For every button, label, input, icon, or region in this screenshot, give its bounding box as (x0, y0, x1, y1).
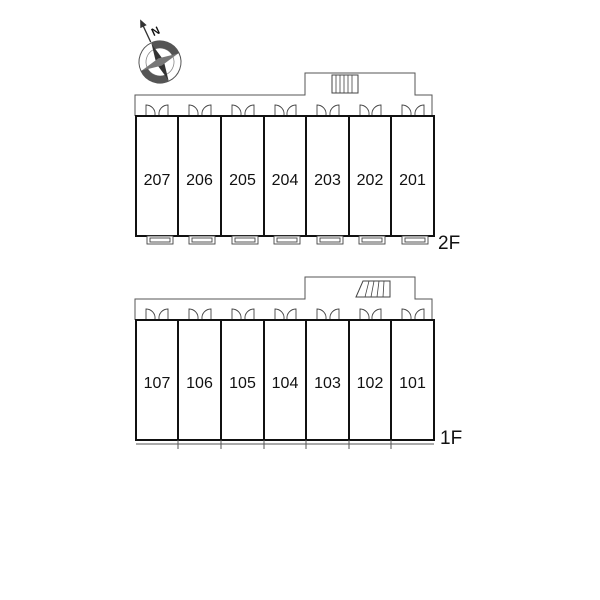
unit-205: 205 (220, 115, 265, 237)
unit-107: 107 (135, 319, 179, 441)
floor-1-label: 1F (440, 428, 462, 449)
unit-105: 105 (220, 319, 265, 441)
unit-104: 104 (263, 319, 307, 441)
unit-number: 207 (144, 172, 171, 189)
floor-2-plan: 207 206 205 204 203 202 201 (134, 72, 460, 254)
unit-number: 107 (144, 375, 171, 392)
door-swings (145, 104, 425, 116)
unit-number: 205 (229, 172, 256, 189)
unit-102: 102 (348, 319, 392, 441)
rear-terrace (136, 440, 434, 449)
unit-201: 201 (390, 115, 435, 237)
unit-number: 102 (357, 375, 384, 392)
unit-number: 103 (314, 375, 341, 392)
unit-101: 101 (390, 319, 435, 441)
staircase-icon (331, 74, 359, 94)
unit-204: 204 (263, 115, 307, 237)
unit-206: 206 (177, 115, 222, 237)
compass-rose-icon (138, 19, 182, 84)
unit-number: 201 (399, 172, 426, 189)
unit-number: 206 (186, 172, 213, 189)
unit-number: 203 (314, 172, 341, 189)
door-swings (145, 308, 425, 320)
unit-number: 105 (229, 375, 256, 392)
unit-number: 101 (399, 375, 426, 392)
floor-2-label: 2F (438, 233, 460, 254)
compass: N (138, 19, 182, 84)
unit-106: 106 (177, 319, 222, 441)
unit-202: 202 (348, 115, 392, 237)
unit-207: 207 (135, 115, 179, 237)
floor-1-plan: 107 106 105 104 103 102 101 (134, 276, 462, 449)
unit-number: 202 (357, 172, 384, 189)
balconies (146, 235, 429, 245)
unit-number: 204 (272, 172, 299, 189)
unit-103: 103 (305, 319, 350, 441)
staircase-icon (355, 280, 391, 298)
unit-number: 104 (272, 375, 299, 392)
compass-north-label: N (150, 25, 162, 39)
unit-number: 106 (186, 375, 213, 392)
unit-203: 203 (305, 115, 350, 237)
